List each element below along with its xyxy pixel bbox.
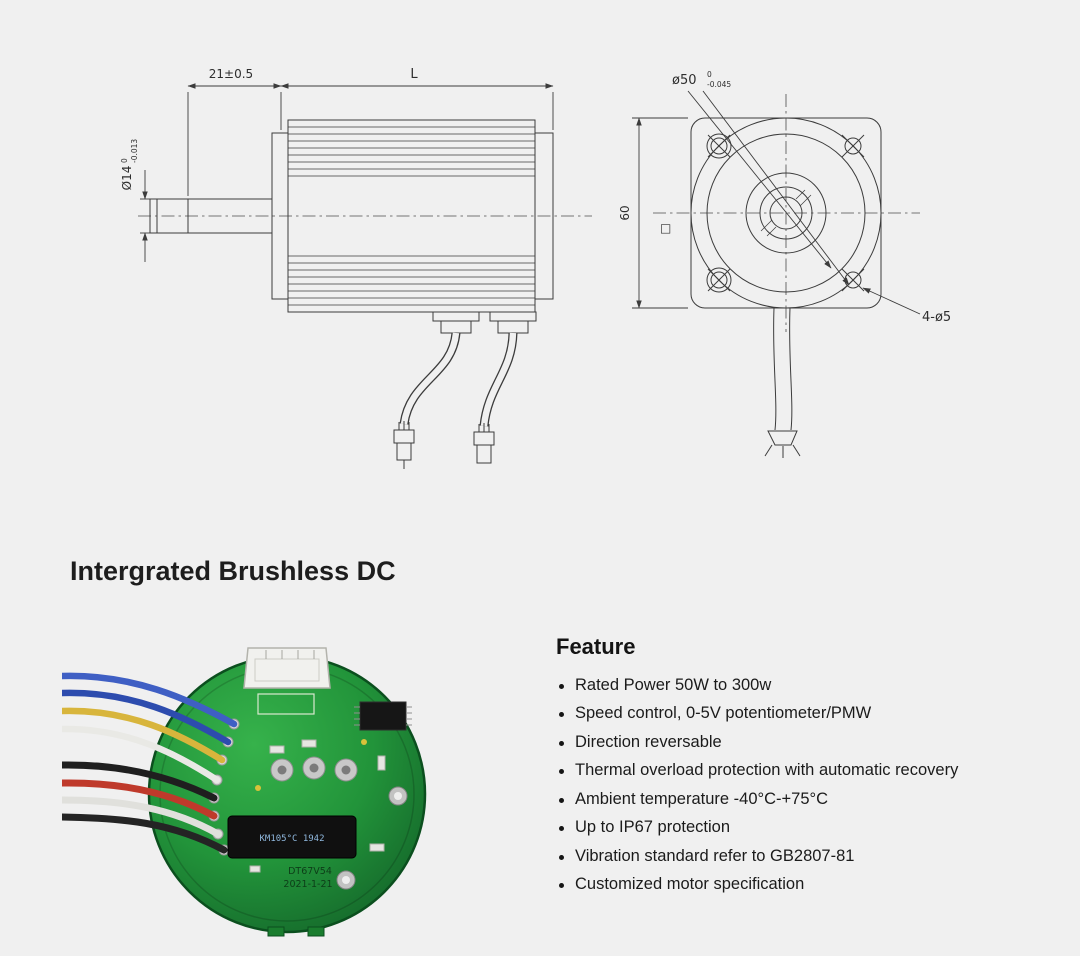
feature-text: Thermal overload protection with automat… [575, 761, 959, 780]
feature-list: Rated Power 50W to 300w Speed control, 0… [556, 676, 1040, 895]
dim-pilot-dia-label: ø50 [672, 73, 697, 88]
controller-pcb-photo: KM105°C 1942 DT67V54 2021-1-21 [62, 647, 427, 937]
pcb-wires [62, 672, 238, 854]
dimension-front-length: 21±0.5 [187, 67, 282, 196]
feature-text: Direction reversable [575, 732, 722, 751]
dim-shaft-dia-tol-upper: 0 [120, 158, 129, 163]
feature-item: Speed control, 0-5V potentiometer/PMW [556, 704, 1040, 723]
square-symbol: □ [660, 221, 671, 235]
motor-front-view: 60 □ ø50 0 -0.045 4-ø5 [618, 70, 951, 458]
feature-text: Speed control, 0-5V potentiometer/PMW [575, 704, 872, 723]
bullet-icon [559, 883, 564, 889]
feature-text: Customized motor specification [575, 875, 805, 894]
feature-item: Customized motor specification [556, 875, 1040, 894]
section-title: Intergrated Brushless DC [70, 556, 396, 586]
dim-60-label: 60 [618, 205, 632, 220]
feature-text: Rated Power 50W to 300w [575, 676, 772, 694]
feature-item: Rated Power 50W to 300w [556, 676, 1040, 695]
bearing-boss-circle [745, 172, 827, 254]
feature-text: Vibration standard refer to GB2807-81 [575, 846, 855, 865]
bullet-icon [559, 769, 564, 775]
pcb-screw-holes [336, 786, 408, 890]
shaft-circle [769, 196, 803, 230]
feature-section: Feature Rated Power 50W to 300w Speed co… [556, 634, 1040, 904]
rear-endcap [534, 132, 554, 300]
dim-pilot-tol-lower: -0.045 [707, 80, 731, 89]
cable-connector-right [473, 423, 495, 464]
pcb-connector [243, 647, 331, 689]
cooling-fins-bottom [288, 255, 535, 306]
dim-shaft-dia-label: Ø14 [120, 166, 134, 191]
pcb-silkscreen-text: DT67V54 2021-1-21 [283, 866, 332, 890]
feature-item: Ambient temperature -40°C-+75°C [556, 790, 1040, 809]
mounting-holes [706, 133, 865, 293]
bullet-icon [559, 826, 564, 832]
motor-technical-drawing: 21±0.5 L Ø14 0 -0.013 [120, 67, 951, 469]
cable-connector-left [393, 421, 415, 469]
bullet-icon [559, 740, 564, 746]
body-circle [690, 117, 882, 309]
feature-item: Thermal overload protection with automat… [556, 761, 1040, 780]
dim-holes-label: 4-ø5 [922, 310, 951, 325]
bullet-icon [559, 854, 564, 860]
pcb-passives [249, 739, 386, 873]
bullet-icon [559, 684, 564, 689]
pcb-test-pads [270, 756, 358, 782]
pcb-capacitor-block: KM105°C 1942 [227, 815, 357, 859]
motor-side-view: 21±0.5 L Ø14 0 -0.013 [120, 67, 592, 469]
dim-shaft-dia-tol-lower: -0.013 [130, 139, 139, 163]
feature-heading: Feature [556, 634, 636, 659]
bullet-icon [559, 797, 564, 803]
bullet-icon [559, 712, 564, 718]
cable-glands [432, 311, 537, 334]
dimension-body-length: L [280, 67, 554, 130]
dim-21-label: 21±0.5 [209, 67, 253, 81]
pcb-model-text: DT67V54 [288, 866, 332, 877]
pcb-board [147, 654, 427, 937]
shaft-hatching [760, 189, 812, 237]
feature-text: Ambient temperature -40°C-+75°C [575, 789, 829, 808]
dim-L-label: L [410, 67, 418, 82]
feature-item: Direction reversable [556, 733, 1040, 752]
label-pilot-diameter: ø50 0 -0.045 [672, 70, 850, 286]
dimension-flange-size: 60 □ [618, 117, 688, 309]
label-mounting-holes: 4-ø5 [862, 287, 951, 325]
feature-item: Up to IP67 protection [556, 818, 1040, 837]
pcb-date-text: 2021-1-21 [283, 879, 332, 890]
motor-cables [399, 332, 518, 427]
pilot-boss-circle [706, 133, 866, 293]
feature-item: Vibration standard refer to GB2807-81 [556, 847, 1040, 866]
dim-pilot-tol-upper: 0 [707, 70, 712, 79]
feature-text: Up to IP67 protection [575, 818, 731, 837]
dimension-shaft-diameter: Ø14 0 -0.013 [120, 139, 150, 262]
component-marking-text: KM105°C 1942 [259, 834, 324, 844]
hub-circle [759, 186, 813, 240]
front-cable [764, 307, 801, 458]
pcb-ic-chip [354, 701, 412, 731]
cooling-fins-top [288, 126, 535, 177]
